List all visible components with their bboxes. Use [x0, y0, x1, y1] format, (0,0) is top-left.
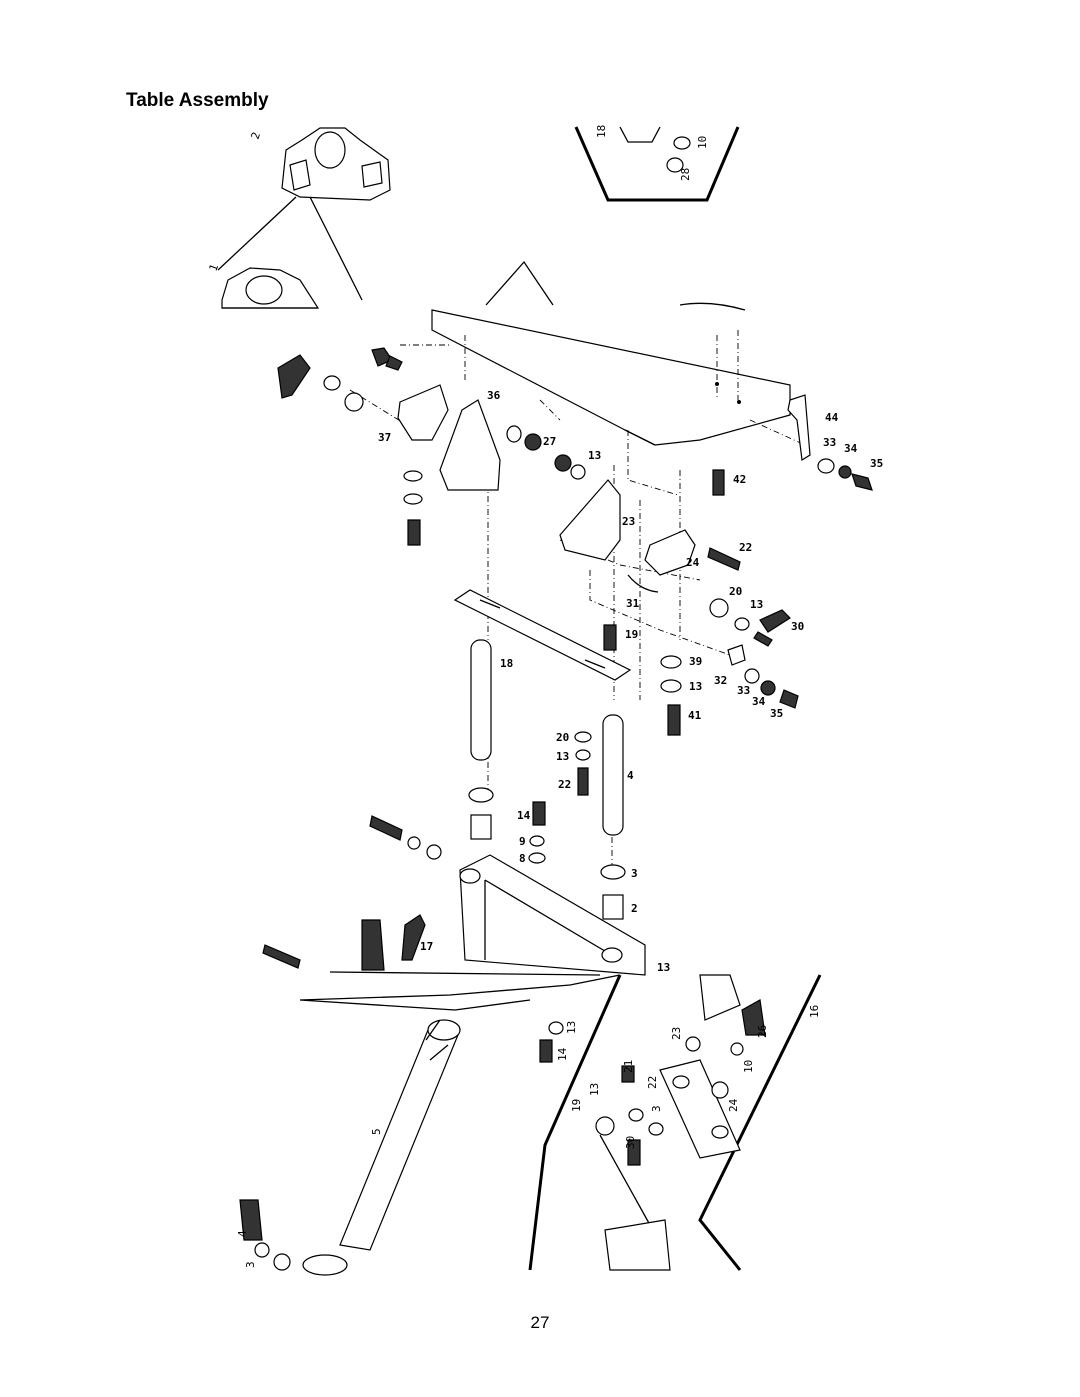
bottom-right-inset [528, 974, 822, 1271]
callout-c-19b: 19 [570, 1099, 583, 1112]
callout-c-24: 24 [686, 556, 700, 569]
callout-c-35a: 35 [870, 457, 883, 470]
top-right-inset [574, 126, 740, 202]
callout-c-13c: 13 [689, 680, 702, 693]
callout-c-5: 5 [370, 1128, 383, 1135]
callout-c-3b: 3 [650, 1105, 663, 1112]
page-title: Table Assembly [126, 90, 269, 111]
callout-c-33b: 33 [737, 684, 750, 697]
callout-c-14b: 14 [556, 1047, 569, 1061]
right-bracket-parts [559, 394, 873, 736]
callout-c-4a: 4 [627, 769, 634, 782]
tube-inset [239, 1019, 461, 1276]
callout-c-28-top: 28 [679, 168, 692, 181]
bearing-housing-inset [217, 127, 554, 309]
callout-c-10: 10 [742, 1060, 755, 1073]
callout-c-22b: 22 [558, 778, 571, 791]
callout-c-22a: 22 [739, 541, 752, 554]
callout-c-34b: 34 [752, 695, 766, 708]
callout-c-26: 26 [756, 1025, 769, 1038]
table-top [431, 302, 791, 446]
callout-c-22c: 22 [646, 1076, 659, 1089]
callout-c-30b: 30 [624, 1136, 637, 1149]
callout-c-13f: 13 [565, 1021, 578, 1034]
callout-c-31: 31 [626, 597, 640, 610]
callout-c-37: 37 [378, 431, 391, 444]
plate-and-columns [453, 589, 632, 920]
page-number: 27 [530, 1313, 550, 1332]
callout-c-2: 2 [631, 902, 638, 915]
callout-c-3a: 3 [631, 867, 638, 880]
callout-c-19a: 19 [625, 628, 638, 641]
callout-c-23: 23 [622, 515, 635, 528]
callout-c-17: 17 [420, 940, 433, 953]
callout-c-33a: 33 [823, 436, 836, 449]
callout-c-39: 39 [689, 655, 702, 668]
callout-c-14a: 14 [517, 809, 531, 822]
callout-c-10-top: 10 [696, 136, 709, 149]
callout-c-13b: 13 [750, 598, 763, 611]
base-frame [262, 815, 646, 1011]
callout-c-18-top: 18 [595, 125, 608, 138]
callout-c-30a: 30 [791, 620, 804, 633]
callout-c-36: 36 [487, 389, 501, 402]
callout-c-13a: 13 [588, 449, 601, 462]
callout-c-4b: 4 [236, 1230, 249, 1237]
callout-c-21: 21 [622, 1060, 635, 1073]
callout-c-2-top: 2 [249, 130, 263, 141]
callout-c-27: 27 [543, 435, 556, 448]
callout-c-8: 8 [519, 852, 526, 865]
callout-c-20b: 20 [556, 731, 569, 744]
callout-c-20a: 20 [729, 585, 742, 598]
callout-c-34a: 34 [844, 442, 858, 455]
callout-c-18: 18 [500, 657, 513, 670]
callout-c-44: 44 [825, 411, 839, 424]
callout-c-13d: 13 [556, 750, 569, 763]
callout-c-3c: 3 [244, 1261, 257, 1268]
callout-c-16: 16 [808, 1005, 821, 1018]
callout-c-9: 9 [519, 835, 526, 848]
callout-c-32: 32 [714, 674, 727, 687]
callout-c-41: 41 [688, 709, 702, 722]
callout-c-13e: 13 [657, 961, 670, 974]
callout-c-23b: 23 [670, 1027, 683, 1040]
centerlines [349, 335, 806, 870]
callout-c-13g: 13 [588, 1083, 601, 1096]
left-bracket-parts [277, 347, 586, 546]
callout-c-35b: 35 [770, 707, 783, 720]
callout-c-24b: 24 [727, 1098, 740, 1112]
callout-c-1-top: 1 [207, 262, 221, 273]
callout-c-42: 42 [733, 473, 746, 486]
